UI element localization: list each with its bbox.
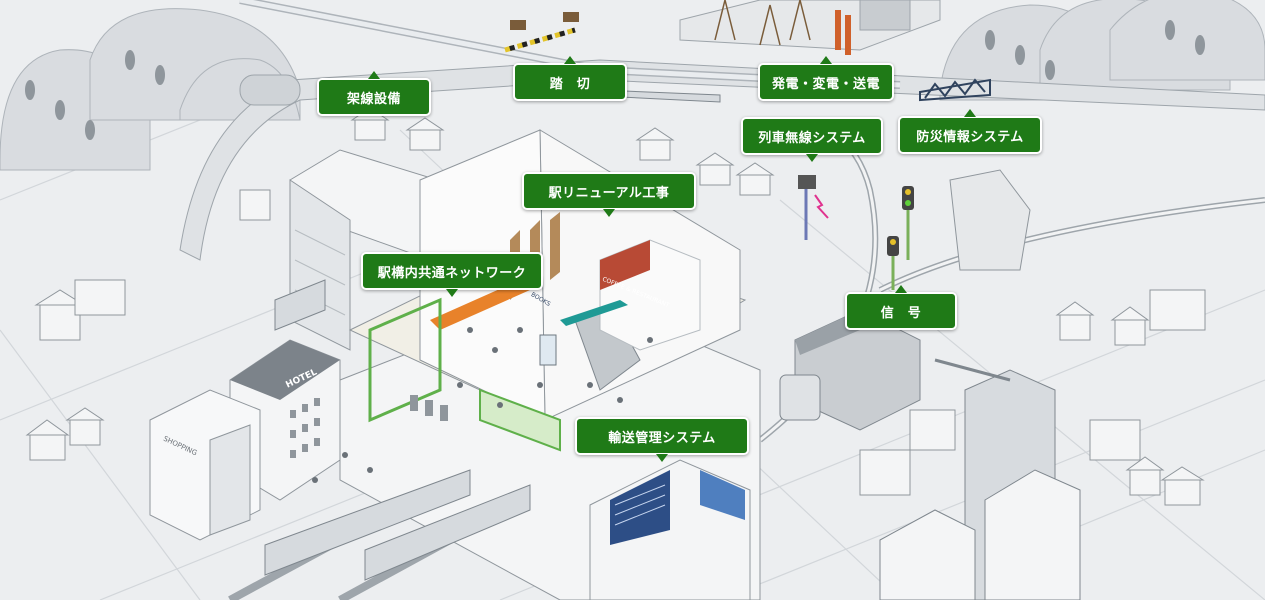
houses (25, 107, 1206, 506)
station-building (339, 129, 761, 600)
trains (264, 89, 721, 581)
pointer-up-icon (820, 56, 832, 64)
pointer-up-icon (564, 56, 576, 64)
label-text: 列車無線システム (758, 130, 866, 146)
pointer-down-icon (603, 209, 615, 217)
railway-crossing (504, 12, 579, 53)
power-station (679, 0, 941, 55)
label-overhead-lines[interactable]: 架線設備 (317, 71, 431, 116)
label-power-generation[interactable]: 発電・変電・送電 (758, 56, 894, 101)
people (312, 327, 653, 483)
label-text: 架線設備 (346, 91, 401, 107)
tower-building (879, 369, 1081, 600)
label-text: 踏 切 (549, 76, 591, 92)
label-text: 発電・変電・送電 (771, 76, 880, 92)
train-depot (779, 309, 921, 431)
label-text: 駅構内共通ネットワーク (377, 265, 527, 281)
signal-posts (887, 186, 914, 290)
pointer-down-icon (446, 289, 458, 297)
truss-bridge (919, 78, 991, 102)
label-station-network[interactable]: 駅構内共通ネットワーク (361, 252, 543, 297)
pointer-down-icon (656, 454, 668, 462)
pointer-up-icon (368, 71, 380, 79)
label-text: 駅リニューアル工事 (548, 185, 670, 201)
radio-antenna (798, 175, 829, 240)
label-train-radio-system[interactable]: 列車無線システム (741, 117, 883, 162)
shopping-building (149, 389, 261, 541)
label-text: 信 号 (880, 305, 922, 321)
label-disaster-info-system[interactable]: 防災情報システム (898, 109, 1042, 154)
hill-windows (25, 20, 1205, 140)
label-transport-management[interactable]: 輸送管理システム (575, 417, 749, 462)
pointer-up-icon (964, 109, 976, 117)
label-text: 防災情報システム (916, 129, 1024, 145)
label-station-renewal[interactable]: 駅リニューアル工事 (522, 172, 696, 217)
label-text: 輸送管理システム (608, 430, 716, 446)
control-room (589, 459, 751, 600)
pointer-up-icon (895, 285, 907, 293)
pointer-down-icon (806, 154, 818, 162)
label-signals[interactable]: 信 号 (845, 285, 957, 330)
label-railway-crossing[interactable]: 踏 切 (513, 56, 627, 101)
construction-site (934, 169, 1031, 382)
